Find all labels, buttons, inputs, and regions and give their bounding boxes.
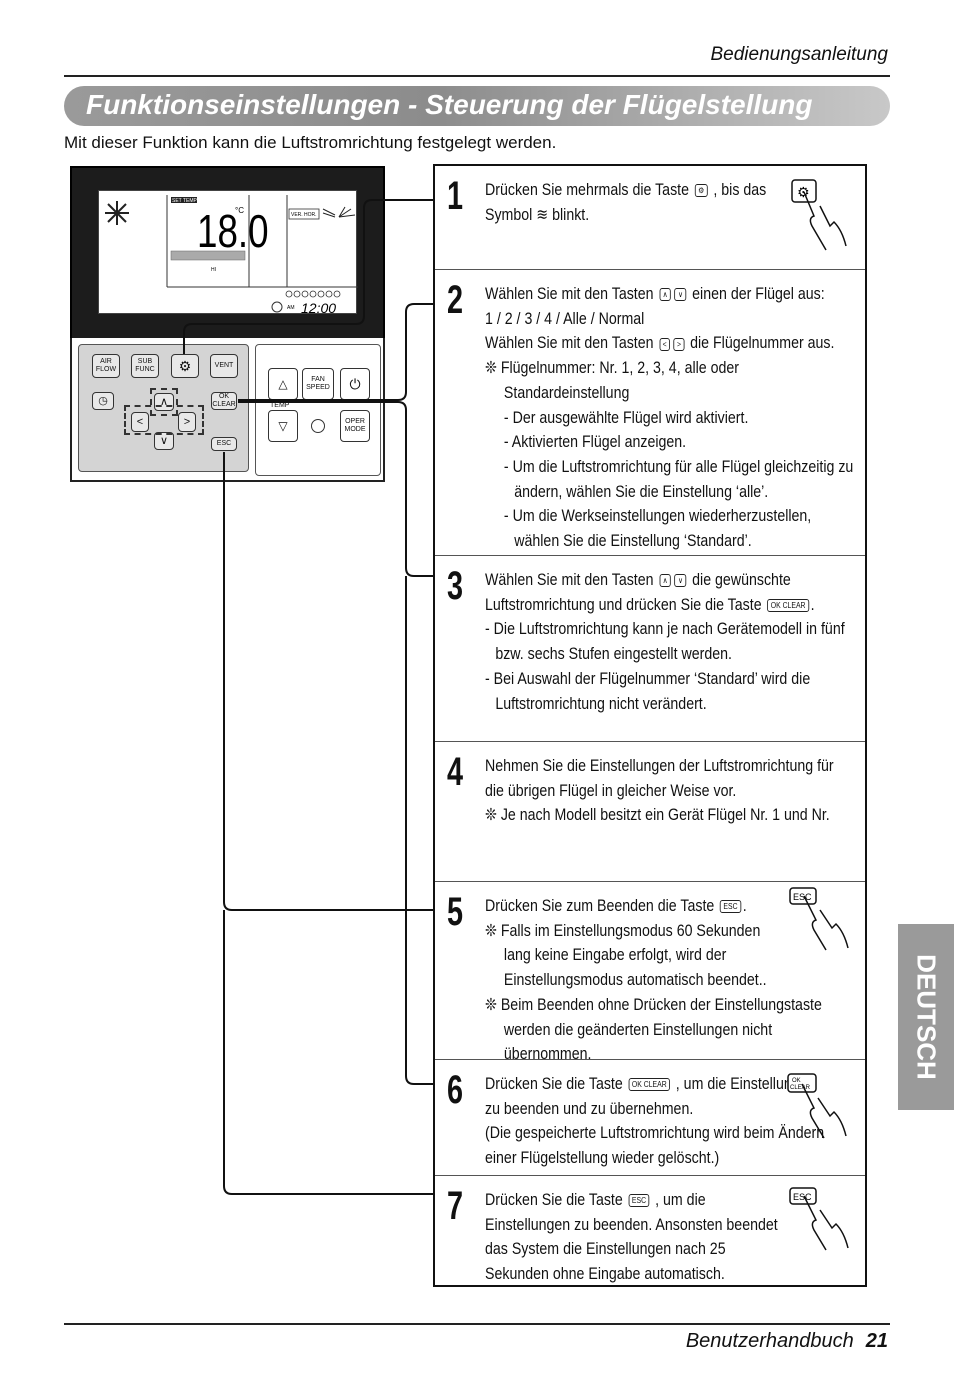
language-label: DEUTSCH	[911, 954, 942, 1080]
svg-text:⚙: ⚙	[797, 185, 810, 201]
svg-text:AM: AM	[287, 305, 295, 311]
right-key-icon: >	[673, 337, 685, 351]
settings-button[interactable]: ⚙	[171, 354, 199, 378]
step-text: Drücken Sie die Taste OK CLEAR , um die …	[485, 1075, 825, 1168]
down-key-icon: ∨	[674, 288, 687, 302]
sub-func-button[interactable]: SUB FUNC	[131, 354, 159, 378]
footer-label: Benutzerhandbuch	[685, 1330, 854, 1352]
svg-text:°C: °C	[235, 206, 244, 215]
up-key-icon: ∧	[659, 288, 672, 302]
step-text: Nehmen Sie die Einstellungen der Luftstr…	[485, 757, 834, 825]
intro-text: Mit dieser Funktion kann die Luftstromri…	[64, 133, 557, 152]
step-7: 7 Drücken Sie die Taste ESC , um die Ein…	[435, 1176, 865, 1287]
settings-key-icon: ⚙	[694, 184, 708, 198]
timer-button[interactable]: ◷	[92, 392, 114, 410]
step-2: 2 Wählen Sie mit den Tasten ∧∨ einen der…	[435, 270, 865, 556]
ok-clear-button[interactable]: OK CLEAR	[211, 392, 237, 410]
up-key-icon: ∧	[659, 574, 672, 588]
down-key-icon: ∨	[674, 574, 687, 588]
left-key-icon: <	[659, 337, 671, 351]
footer: Benutzerhandbuch 21	[686, 1330, 888, 1353]
step-number: 2	[447, 278, 464, 322]
step-1: 1 Drücken Sie mehrmals die Taste ⚙ , bis…	[435, 166, 865, 270]
clock-icon	[271, 301, 283, 313]
hand-pointer-icon: ESC	[789, 887, 849, 951]
svg-text:CLEAR: CLEAR	[790, 1085, 811, 1091]
oper-mode-button[interactable]: OPER MODE	[340, 410, 370, 442]
step-3: 3 Wählen Sie mit den Tasten ∧∨ die gewün…	[435, 556, 865, 742]
svg-text:12:00: 12:00	[301, 300, 336, 315]
ok-clear-key-icon: OK CLEAR	[767, 598, 809, 612]
vent-button[interactable]: VENT	[210, 354, 238, 378]
svg-text:ESC: ESC	[793, 1192, 812, 1202]
temp-label: TEMP	[270, 402, 290, 409]
svg-text:18.0: 18.0	[197, 205, 269, 257]
step-number: 1	[447, 174, 464, 218]
footer-rule	[64, 1323, 890, 1325]
vane-icon	[322, 206, 356, 218]
down-button[interactable]: ∨	[154, 432, 174, 450]
header-title: Bedienungsanleitung	[710, 44, 889, 65]
hand-pointer-icon: OK CLEAR	[787, 1073, 847, 1139]
temp-down-button[interactable]: ▽	[268, 410, 298, 442]
esc-key-icon: ESC	[628, 1194, 650, 1208]
snowflake-icon	[105, 201, 129, 225]
section-banner: Funktionseinstellungen - Steuerung der F…	[64, 86, 890, 126]
selection-highlight	[124, 405, 204, 435]
step-number: 6	[447, 1068, 464, 1112]
step-6: 6 Drücken Sie die Taste OK CLEAR , um di…	[435, 1060, 865, 1176]
power-button[interactable]: ⏻	[340, 368, 370, 400]
step-4: 4 Nehmen Sie die Einstellungen der Lufts…	[435, 742, 865, 882]
remote-lcd: SET TEMP 18.0 °C HI VER. HOR. AM 12:00	[98, 190, 358, 316]
step-5: 5 Drücken Sie zum Beenden die Taste ESC.…	[435, 882, 865, 1063]
step-number: 7	[447, 1184, 464, 1228]
step-text: Drücken Sie zum Beenden die Taste ESC. ❊…	[485, 897, 822, 1064]
vane-symbol-icon: ≋	[536, 205, 549, 224]
svg-text:HI: HI	[211, 267, 216, 273]
page-number: 21	[865, 1330, 888, 1352]
svg-text:SET TEMP: SET TEMP	[172, 198, 197, 204]
right-button[interactable]: >	[178, 412, 196, 432]
step-number: 4	[447, 750, 464, 794]
fan-speed-button[interactable]: FAN SPEED	[302, 368, 334, 400]
step-text: Drücken Sie die Taste ESC , um die Einst…	[485, 1191, 778, 1284]
left-button[interactable]: <	[131, 412, 149, 432]
step-text: Wählen Sie mit den Tasten ∧∨ einen der F…	[485, 285, 854, 551]
esc-key-icon: ESC	[719, 900, 741, 914]
step-text: Drücken Sie mehrmals die Taste ⚙ , bis d…	[485, 181, 767, 224]
header-rule	[64, 75, 890, 77]
section-title: Funktionseinstellungen - Steuerung der F…	[86, 89, 813, 120]
svg-text:OK: OK	[792, 1078, 801, 1084]
step-number: 5	[447, 890, 464, 934]
svg-text:VER. HOR.: VER. HOR.	[291, 212, 317, 218]
selection-highlight-up	[150, 388, 178, 416]
svg-text:ESC: ESC	[793, 892, 812, 902]
air-flow-button[interactable]: AIR FLOW	[92, 354, 120, 378]
hand-pointer-icon: ESC	[789, 1187, 849, 1251]
steps-table: 1 Drücken Sie mehrmals die Taste ⚙ , bis…	[433, 164, 867, 1287]
ok-clear-key-icon: OK CLEAR	[628, 1078, 671, 1092]
language-tab: DEUTSCH	[898, 924, 954, 1110]
lcd-graphic: SET TEMP 18.0 °C HI VER. HOR. AM 12:00	[105, 195, 358, 316]
esc-button[interactable]: ESC	[211, 437, 237, 451]
step-text: Wählen Sie mit den Tasten ∧∨ die gewünsc…	[485, 571, 845, 713]
step-number: 3	[447, 564, 464, 608]
sensor-button[interactable]	[311, 419, 325, 433]
hand-pointer-icon: ⚙	[791, 179, 847, 251]
